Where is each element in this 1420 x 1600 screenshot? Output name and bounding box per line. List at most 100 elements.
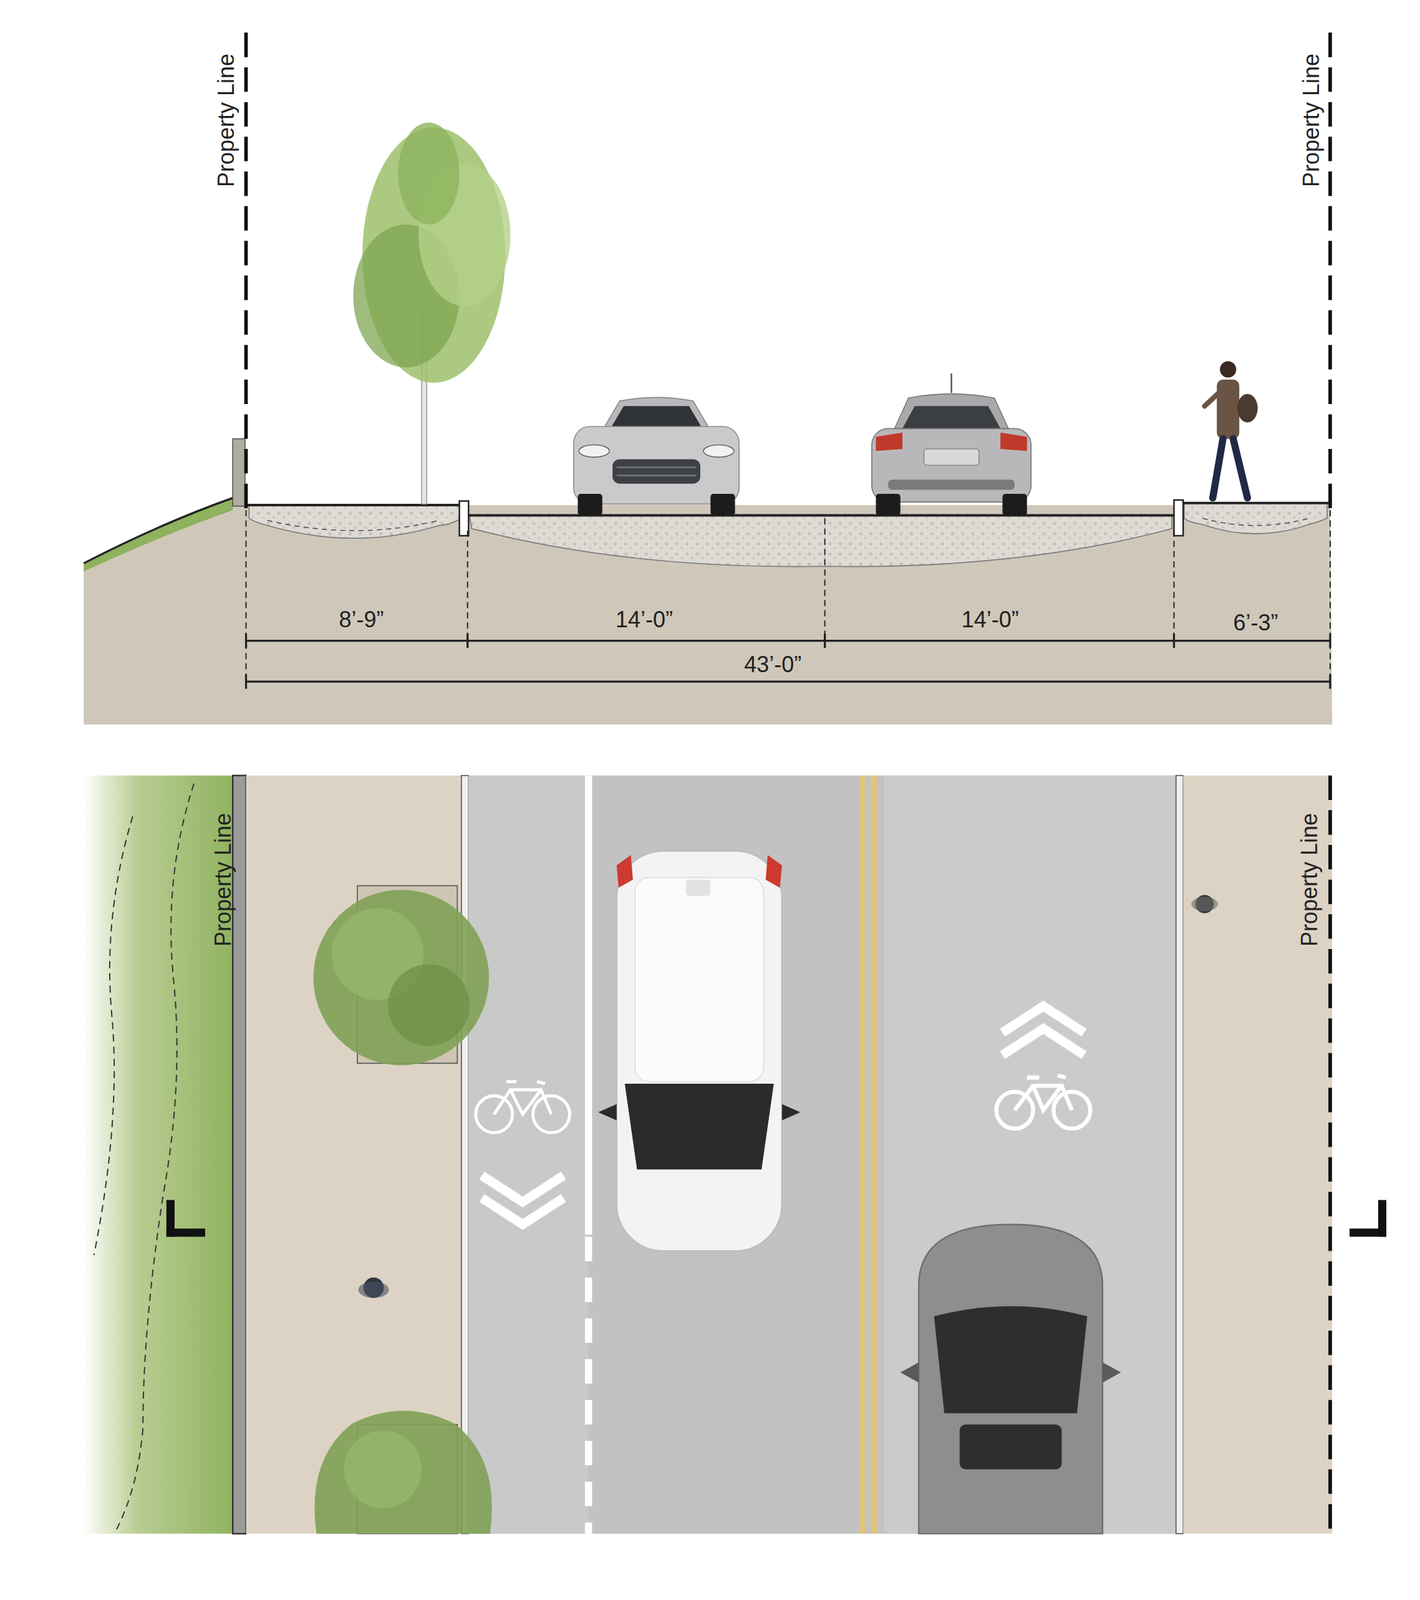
tree-elevation-part xyxy=(397,122,459,225)
plan-ground-part xyxy=(1183,775,1333,1535)
dimension-lines-part xyxy=(1173,530,1175,648)
car-front-view-part xyxy=(578,493,603,516)
property-line-label: Property Line xyxy=(1300,53,1323,188)
car-plan-grey-part xyxy=(918,1224,1103,1535)
car-plan-white-part xyxy=(598,1104,617,1121)
car-rear-view-part xyxy=(950,373,952,393)
dimension-lines-part xyxy=(1329,510,1331,686)
pavement-layers-part xyxy=(267,520,440,531)
pedestrian-elevation xyxy=(1204,361,1258,498)
section-cut-markers xyxy=(166,1200,1387,1238)
property-line-markers-part xyxy=(1328,32,1333,509)
dimension-label: 8’-9” xyxy=(338,608,384,632)
dimension-lines-part xyxy=(466,633,469,648)
car-rear-view-part xyxy=(876,432,904,451)
car-plan-white-part xyxy=(624,1083,774,1170)
pedestrian-elevation-part xyxy=(1204,392,1220,406)
pedestrian-elevation-part xyxy=(1232,439,1248,499)
dimension-lines xyxy=(246,510,1331,689)
pedestrian-elevation-part xyxy=(1216,379,1240,440)
dimension-label: 6’-3” xyxy=(1232,611,1278,635)
property-line-markers-part xyxy=(244,32,249,509)
street-trees-plan xyxy=(313,885,493,1534)
pavement-layers-part xyxy=(468,513,1174,517)
section-ground-part xyxy=(83,498,233,564)
tree-elevation xyxy=(352,122,511,504)
plan-ground-part xyxy=(468,775,1176,1535)
dimension-label: 43’-0” xyxy=(743,653,802,677)
car-rear-view-part xyxy=(1002,493,1027,516)
dimension-lines-part xyxy=(245,633,247,648)
car-front-view-part xyxy=(616,466,697,468)
plan-ground-part xyxy=(884,775,1177,1535)
bike-lane-symbols-part xyxy=(1014,1075,1073,1111)
property-line-markers xyxy=(246,32,1331,509)
car-plan-white-part xyxy=(634,877,764,1082)
pavement-layers-part xyxy=(1173,500,1184,536)
dimension-lines-part xyxy=(246,681,1331,683)
pavement-layers-part xyxy=(1202,518,1309,526)
bike-lane-symbols-part xyxy=(1002,1028,1084,1056)
car-front-view-part xyxy=(578,445,610,458)
car-rear-view-part xyxy=(892,394,1011,435)
dimension-lines-part xyxy=(245,510,247,686)
pedestrian-elevation-part xyxy=(1237,394,1258,423)
car-rear-view-part xyxy=(871,428,1031,503)
lane-markings-part xyxy=(584,1236,592,1534)
car-plan-white-part xyxy=(616,854,633,888)
car-rear-view-part xyxy=(1000,432,1028,451)
dimension-lines-part xyxy=(246,639,1331,642)
property-line-plan-part xyxy=(1328,775,1333,1535)
pedestrians-plan-part xyxy=(1191,896,1218,912)
car-front-view-part xyxy=(602,397,711,431)
pedestrians-plan-part xyxy=(358,1281,390,1298)
car-front-view-part xyxy=(616,474,697,476)
pedestrians-plan xyxy=(358,894,1218,1298)
car-rear-view-part xyxy=(876,493,901,516)
bike-lane-symbols-part xyxy=(482,1175,564,1203)
dimension-lines-part xyxy=(1328,674,1331,690)
dimension-lines-part xyxy=(1328,633,1331,648)
bike-lane-symbols-part xyxy=(482,1197,564,1225)
dimension-lines-part xyxy=(1173,633,1175,648)
lane-markings-part xyxy=(859,775,866,1535)
plan-ground xyxy=(83,775,1333,1535)
lane-markings-part xyxy=(584,775,592,1235)
street-trees-plan-part xyxy=(314,1410,492,1534)
car-front-view-part xyxy=(710,493,735,516)
lane-markings xyxy=(584,775,877,1535)
pavement-layers-part xyxy=(469,515,1172,567)
pavement-layers xyxy=(246,500,1331,567)
car-plan-white-part xyxy=(765,854,783,888)
pavement-layers-part xyxy=(246,503,462,507)
section-ground-part xyxy=(83,498,1333,725)
pavement-layers-part xyxy=(459,501,469,537)
dimension-lines-part xyxy=(824,518,826,647)
property-line-label: Property Line xyxy=(212,813,235,947)
property-line-label: Property Line xyxy=(215,53,238,188)
property-line-label: Property Line xyxy=(1298,813,1321,947)
car-rear-view-part xyxy=(888,479,1015,490)
street-trees-plan-part xyxy=(313,889,490,1066)
car-plan-white xyxy=(598,851,801,1252)
dimension-lines-part xyxy=(823,633,826,648)
car-plan-grey-part xyxy=(934,1306,1088,1414)
plan-ground-part xyxy=(114,783,194,1535)
car-plan-grey-part xyxy=(1102,1362,1121,1384)
car-plan-grey-part xyxy=(959,1424,1063,1470)
car-rear-view-part xyxy=(923,449,979,466)
property-line-plan xyxy=(1329,775,1331,1535)
car-front-view-part xyxy=(573,426,739,504)
pedestrian-elevation-part xyxy=(1212,439,1223,499)
car-front-view-part xyxy=(610,405,703,429)
section-ground-part xyxy=(232,439,246,507)
car-rear-view xyxy=(871,373,1031,516)
lane-markings-part xyxy=(870,775,877,1535)
section-cut-markers-part xyxy=(166,1228,206,1237)
pedestrian-elevation-part xyxy=(1219,361,1237,378)
bike-lane-symbols-part xyxy=(493,1081,552,1115)
plan-ground-part xyxy=(468,775,589,1535)
plan-ground-part xyxy=(94,816,133,1256)
bike-lane-symbols xyxy=(475,1006,1091,1225)
